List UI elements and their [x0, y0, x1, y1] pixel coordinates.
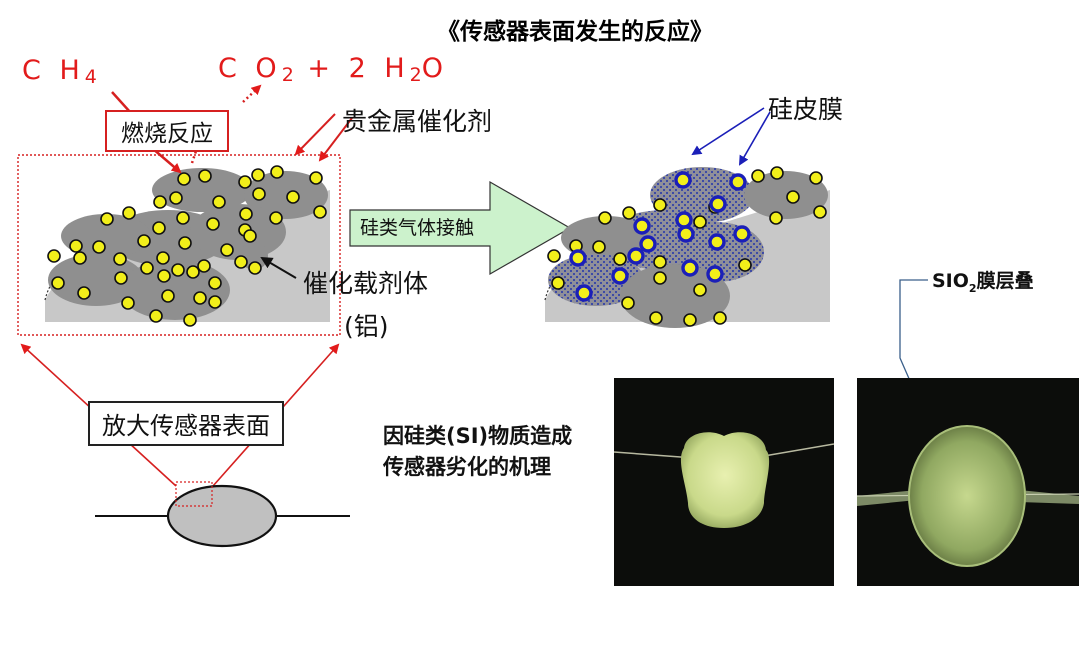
sensor-photo-sio2: [857, 378, 1079, 586]
catalyst-particles-right: [547, 166, 827, 327]
carrier-label: 催化载剂体: [303, 269, 429, 298]
mechanism-line-1: 因硅类(SI)物质造成: [383, 424, 573, 448]
catalyst-particles-left: [47, 165, 327, 327]
carrier-material-label: (铝): [344, 312, 389, 341]
silicon-coated-particles: [569, 171, 751, 302]
product-formula: C O2 + 2 H2O: [218, 53, 449, 86]
contact-arrow: [349, 180, 572, 276]
reactant-formula: C H4: [22, 55, 97, 88]
catalyst-arrow-2: [318, 117, 353, 162]
magnified-region-frame: [17, 154, 341, 336]
sio2-stack-label: SIO2膜层叠: [932, 270, 1034, 295]
silicon-film-label: 硅皮膜: [768, 95, 844, 124]
combustion-label: 燃烧反应: [105, 110, 229, 152]
sensor-bead: [166, 484, 278, 548]
product-arrow: [242, 84, 262, 103]
magnify-label: 放大传感器表面: [88, 401, 284, 446]
page-title: 《传感器表面发生的反应》: [437, 19, 713, 45]
sensor-surface-normal: [44, 168, 330, 322]
noble-catalyst-label: 贵金属催化剂: [342, 107, 493, 136]
sensor-zoom-box: [175, 481, 213, 507]
mechanism-line-2: 传感器劣化的机理: [383, 455, 551, 479]
reactant-arrow: [151, 147, 182, 174]
sensor-photo-degraded: [614, 378, 834, 586]
sensor-surface-poisoned: [544, 167, 830, 328]
reactant-line: [111, 91, 131, 113]
carrier-arrow: [260, 256, 297, 279]
contact-arrow-label: 硅类气体接触: [360, 217, 475, 239]
catalyst-arrow-1: [294, 113, 336, 156]
film-arrow-1: [691, 107, 765, 156]
film-arrow-2: [739, 111, 771, 166]
